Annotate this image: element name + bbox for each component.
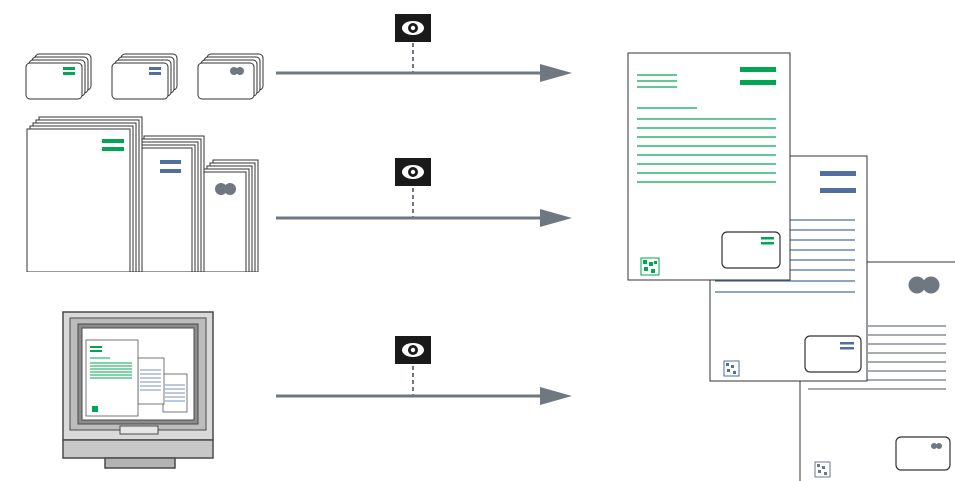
document-stack-gray [200,159,259,273]
flow-arrow-2 [276,188,572,227]
envelope-stack-blue [111,53,178,100]
datamatrix-code-icon [814,461,831,478]
output-document-green [627,52,791,281]
envelope-logo-gray [230,67,244,75]
document-logo-blue [160,160,181,173]
datamatrix-code-icon [723,360,740,377]
address-window [721,231,781,269]
flow-arrow-3 [276,366,572,405]
monitor-screen-documents [85,339,188,417]
address-window [804,335,862,373]
document-logo-green [740,67,776,85]
eye-icon [402,21,424,35]
document-logo-gray [908,276,940,294]
document-stack-blue [131,135,205,273]
document-logo-gray [215,183,236,195]
document-logo-green [102,139,124,151]
document-stack-green [26,116,143,273]
sensor-2 [395,158,431,186]
document-logo-blue [820,171,856,193]
flow-arrow-1 [276,43,572,82]
envelope-stack-green [25,53,92,100]
sensor-1 [395,14,431,42]
envelope-stack-gray [197,53,264,100]
envelope-logo-blue [149,67,161,75]
envelope-logo-green [63,67,75,75]
datamatrix-code-icon [640,257,660,276]
sensor-3 [395,336,431,364]
eye-icon [402,165,424,179]
computer-monitor-icon [62,311,214,469]
eye-icon [402,343,424,357]
address-window [895,436,951,471]
